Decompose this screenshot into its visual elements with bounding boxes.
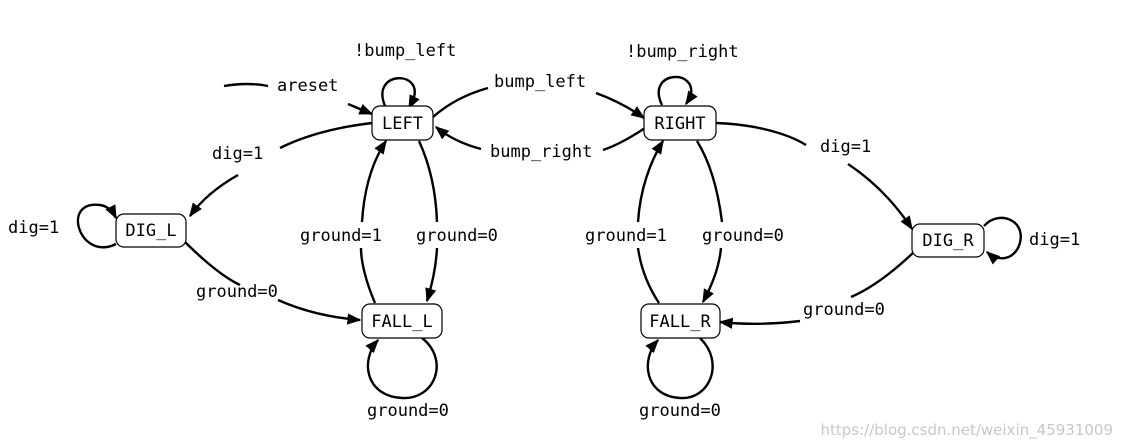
edge-left-to-dig-b [189, 173, 239, 218]
label-left-to-fall: ground=0 [416, 226, 498, 246]
edge-dig-l-self [76, 203, 118, 249]
edge-right-to-fall-a [695, 140, 724, 223]
state-dig-r: DIG_R [911, 223, 985, 258]
edge-fall-l-to-left-b [360, 139, 387, 223]
label-fall-r-self: ground=0 [639, 401, 721, 421]
edge-fall-l-self [365, 337, 438, 400]
label-dig-r-to-fall: ground=0 [803, 300, 885, 320]
edge-left-to-dig [279, 121, 373, 150]
state-right: RIGHT [643, 105, 717, 141]
label-fall-l-self: ground=0 [367, 401, 449, 421]
edge-dig-r-self [983, 216, 1022, 265]
state-fall-l-label: FALL_L [371, 312, 432, 332]
label-right-to-left: bump_right [490, 142, 592, 162]
state-fall-l: FALL_L [361, 303, 443, 339]
state-fall-r-label: FALL_R [649, 312, 711, 332]
state-right-label: RIGHT [654, 114, 705, 134]
label-right-self: !bump_right [626, 42, 739, 62]
label-areset: areset [277, 76, 338, 96]
edge-areset-b [347, 102, 374, 116]
state-left-label: LEFT [382, 114, 423, 134]
watermark: https://blog.csdn.net/weixin_45931009 [820, 421, 1113, 439]
state-left: LEFT [371, 105, 434, 141]
edge-areset-a [223, 82, 269, 88]
edge-fall-r-self [645, 337, 714, 400]
state-fall-r: FALL_R [640, 303, 721, 339]
edge-left-self [381, 77, 420, 110]
edge-right-to-left-a [602, 127, 646, 152]
edge-dig-r-to-fall-b [718, 317, 801, 329]
label-right-to-dig: dig=1 [820, 137, 871, 157]
edge-dig-l-to-fall-a [182, 239, 241, 287]
edge-right-to-dig-b [847, 163, 914, 231]
state-dig-r-label: DIG_R [922, 231, 974, 251]
label-left-to-dig: dig=1 [212, 144, 263, 164]
edge-dig-r-to-fall-a [850, 251, 915, 299]
label-fall-l-to-left: ground=1 [300, 226, 382, 246]
edge-fall-r-to-right-b [636, 139, 665, 223]
edge-left-to-fall-b [425, 247, 439, 303]
edge-right-self [657, 75, 698, 106]
label-dig-l-self: dig=1 [8, 218, 59, 238]
label-dig-r-self: dig=1 [1029, 230, 1080, 250]
state-dig-l-label: DIG_L [125, 221, 176, 241]
edge-right-to-fall-b [701, 247, 723, 304]
edge-fall-l-to-left-a [359, 247, 377, 304]
edge-right-to-dig-a [715, 121, 807, 147]
edge-dig-l-to-fall-b [277, 298, 362, 325]
state-dig-l: DIG_L [115, 213, 187, 248]
edge-fall-r-to-right-a [636, 247, 660, 304]
label-fall-r-to-right: ground=1 [585, 226, 667, 246]
label-right-to-fall: ground=0 [702, 226, 784, 246]
label-dig-l-to-fall: ground=0 [196, 282, 278, 302]
label-left-self: !bump_left [354, 41, 456, 61]
edge-right-to-left-b [434, 126, 482, 151]
edge-left-to-right-a [432, 86, 489, 118]
label-left-to-right: bump_left [494, 72, 586, 92]
edge-left-to-right-b [595, 91, 646, 119]
edge-left-to-fall-a [417, 140, 439, 223]
